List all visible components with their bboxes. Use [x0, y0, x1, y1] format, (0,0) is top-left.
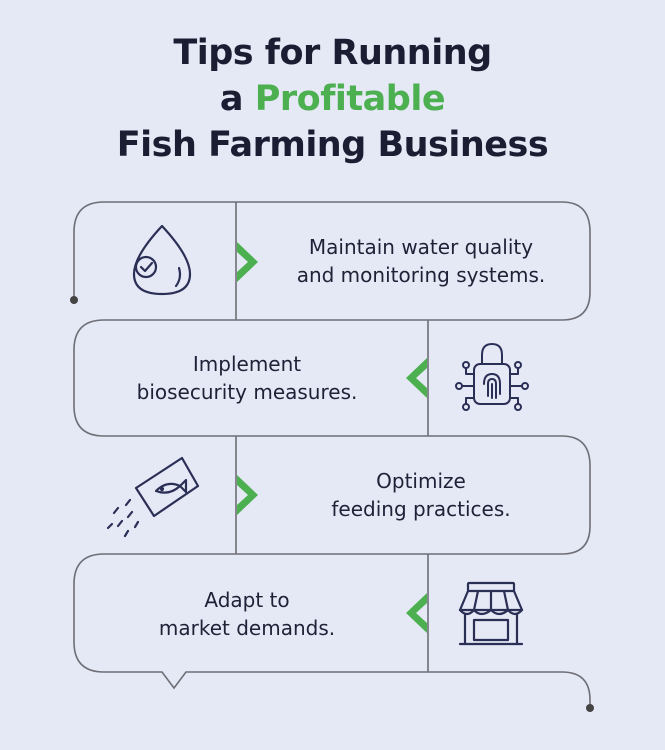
- chevron-left-icon: [406, 593, 427, 633]
- title-line-3: Fish Farming Business: [116, 125, 549, 165]
- step-2-text: Implement biosecurity measures.: [88, 350, 406, 406]
- title-line-2: a Profitable: [0, 76, 665, 122]
- step-2-line-2: biosecurity measures.: [136, 380, 358, 404]
- step-4-line-2: market demands.: [158, 616, 336, 640]
- fish-feed-bag-icon: [106, 456, 200, 538]
- title-accent: Profitable: [254, 79, 446, 119]
- step-4-text: Adapt to market demands.: [88, 586, 406, 642]
- title-line-2-prefix: a: [219, 79, 255, 119]
- chevron-right-icon: [237, 475, 258, 515]
- flow-end-dot: [586, 704, 594, 712]
- step-3-line-1: Optimize: [376, 469, 466, 493]
- step-1-line-2: and monitoring systems.: [296, 263, 546, 287]
- step-4-line-1: Adapt to: [204, 588, 290, 612]
- water-drop-check-icon: [132, 224, 192, 296]
- title-line-1: Tips for Running: [173, 33, 492, 73]
- step-1-line-1: Maintain water quality: [308, 235, 534, 259]
- market-stall-icon: [458, 581, 524, 646]
- step-3-line-2: feeding practices.: [331, 497, 511, 521]
- step-1-outline: [73, 201, 591, 706]
- step-1-text: Maintain water quality and monitoring sy…: [262, 233, 580, 289]
- step-3-text: Optimize feeding practices.: [262, 467, 580, 523]
- step-2-line-1: Implement: [192, 352, 302, 376]
- page-title: Tips for Running a Profitable Fish Farmi…: [0, 30, 665, 168]
- fingerprint-lock-icon: [455, 343, 529, 411]
- chevron-left-icon: [406, 358, 427, 398]
- chevron-right-icon: [237, 242, 258, 282]
- flow-start-dot: [70, 296, 78, 304]
